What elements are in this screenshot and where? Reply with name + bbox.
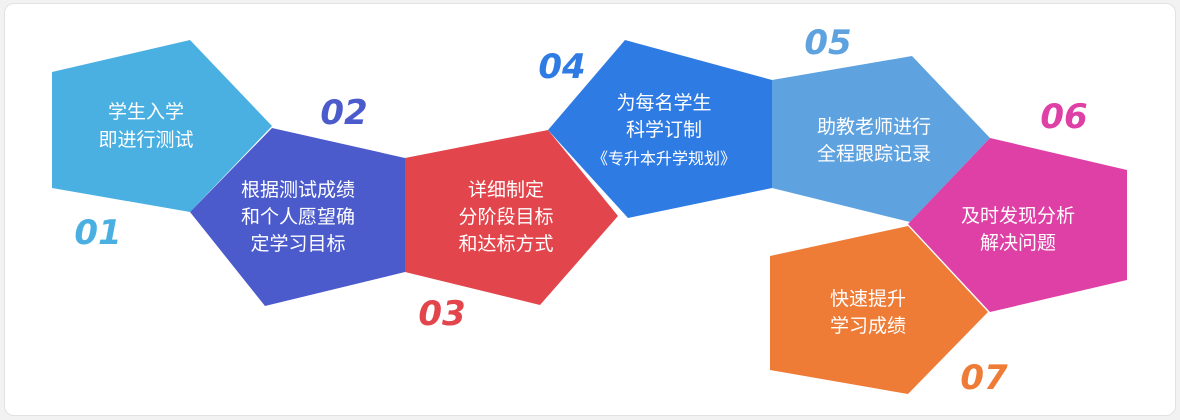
step-03-shape: [405, 130, 618, 305]
step-01-label-line-1: 学生入学: [108, 101, 184, 123]
step-03-number: 03: [418, 294, 465, 334]
step-06-label-line-1: 及时发现分析: [961, 205, 1075, 227]
step-07: 快速提升 学习成绩 07: [770, 226, 1008, 398]
step-01-number: 01: [74, 213, 121, 253]
step-07-label-line-2: 学习成绩: [830, 315, 906, 337]
step-06-shape: [908, 138, 1127, 312]
step-04-number: 04: [538, 47, 585, 87]
step-04: 为每名学生 科学订制 《专升本升学规划》 04: [538, 40, 772, 218]
step-03: 详细制定 分阶段目标 和达标方式 03: [405, 130, 618, 334]
step-06-label-line-2: 解决问题: [980, 232, 1056, 254]
step-05-shape: [772, 56, 990, 222]
step-02-label-line-2: 和个人愿望确: [241, 206, 355, 228]
step-03-label-line-2: 分阶段目标: [458, 206, 553, 228]
step-01-label-line-2: 即进行测试: [98, 129, 193, 151]
step-04-label-line-3: 《专升本升学规划》: [592, 149, 736, 168]
step-02-shape: [190, 128, 405, 306]
step-04-shape: [548, 40, 772, 218]
step-01-shape: [52, 40, 272, 212]
step-03-label-line-1: 详细制定: [468, 179, 544, 201]
step-06: 及时发现分析 解决问题 06: [908, 97, 1127, 312]
step-01: 学生入学 即进行测试 01: [52, 40, 272, 253]
step-02-label-line-1: 根据测试成绩: [241, 179, 355, 201]
step-04-label-line-2: 科学订制: [626, 119, 702, 141]
step-04-label-line-1: 为每名学生: [616, 92, 711, 114]
step-05: 助教老师进行 全程跟踪记录 05: [772, 23, 990, 222]
step-07-number: 07: [960, 358, 1008, 398]
step-05-label-line-2: 全程跟踪记录: [817, 143, 931, 165]
step-07-shape: [770, 226, 988, 394]
step-03-label-line-3: 和达标方式: [458, 233, 553, 255]
step-02: 根据测试成绩 和个人愿望确 定学习目标 02: [190, 93, 405, 306]
step-02-label-line-3: 定学习目标: [250, 233, 345, 255]
step-06-number: 06: [1040, 97, 1087, 137]
step-05-number: 05: [804, 23, 851, 63]
step-05-label-line-1: 助教老师进行: [817, 116, 931, 138]
step-07-label-line-1: 快速提升: [830, 288, 906, 310]
step-02-number: 02: [320, 93, 367, 133]
